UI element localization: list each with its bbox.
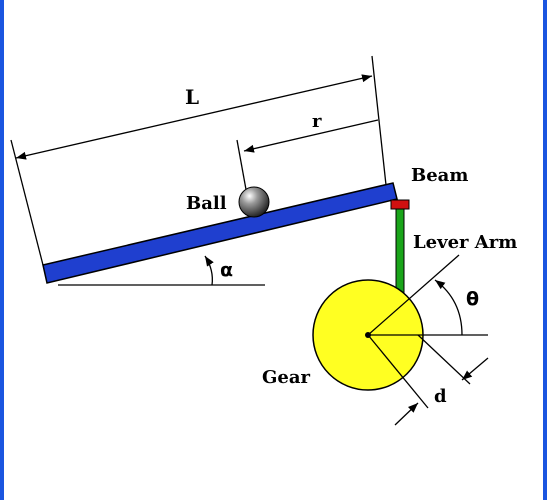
lever-arm-label: Lever Arm	[413, 232, 517, 253]
offset-line-inner	[367, 334, 429, 409]
length-dimension-arrow	[15, 74, 373, 160]
ball-position-label: r	[312, 111, 322, 132]
length-label: L	[185, 85, 199, 109]
beam-angle-arc	[204, 255, 214, 286]
beam	[42, 182, 398, 284]
length-extension-left	[10, 139, 44, 266]
ball-position-extension	[236, 139, 248, 196]
pivot-cap	[390, 199, 410, 210]
gear-angle-arc	[434, 279, 463, 336]
gear-label: Gear	[262, 367, 310, 388]
ball-label: Ball	[186, 193, 227, 214]
beam-label: Beam	[411, 165, 468, 186]
gear-angle-label: θ	[466, 288, 479, 310]
offset-label: d	[434, 386, 447, 407]
gear-radius-line	[367, 254, 460, 336]
length-extension-right	[371, 55, 387, 186]
beam-angle-label: α	[220, 259, 233, 281]
offset-line-outer	[417, 334, 471, 385]
ball	[238, 186, 270, 218]
ball-position-arrow	[243, 119, 379, 153]
offset-arrow-upper	[461, 357, 489, 381]
offset-arrow-lower	[394, 402, 419, 426]
